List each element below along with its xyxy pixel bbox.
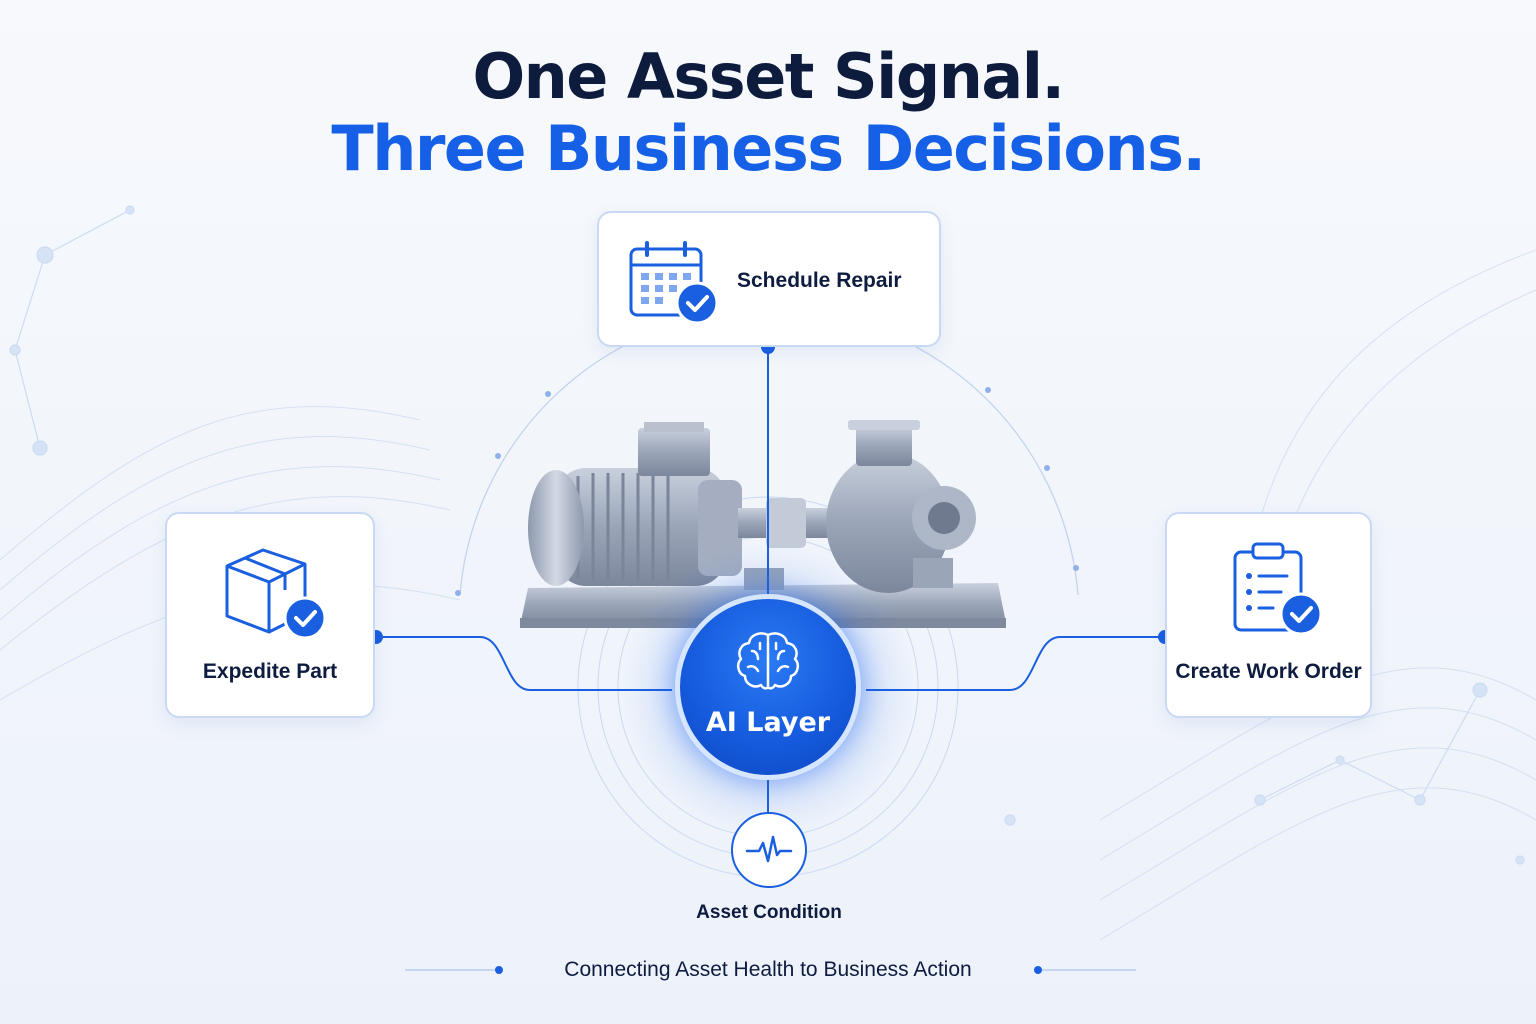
node-asset-condition xyxy=(731,812,807,888)
node-label-create-work-order: Create Work Order xyxy=(1175,660,1362,683)
node-label-expedite-part: Expedite Part xyxy=(202,660,338,683)
headline-line-1: One Asset Signal. xyxy=(472,40,1065,113)
footer-tagline: Connecting Asset Health to Business Acti… xyxy=(564,958,972,981)
node-label-ai-layer: AI Layer xyxy=(705,707,831,738)
node-expedite-part: Expedite Part xyxy=(165,512,375,718)
pulse-icon xyxy=(745,835,793,863)
node-label-schedule-repair: Schedule Repair xyxy=(737,269,902,292)
headline-line-2: Three Business Decisions. xyxy=(331,112,1206,185)
calendar-check-icon xyxy=(629,241,719,325)
node-create-work-order: Create Work Order xyxy=(1165,512,1372,718)
brain-icon xyxy=(736,632,800,690)
clipboard-check-icon xyxy=(1233,542,1323,636)
node-label-asset-condition: Asset Condition xyxy=(696,902,842,923)
node-ai-layer: AI Layer xyxy=(675,594,861,780)
footer-divider xyxy=(405,966,1136,974)
node-schedule-repair: Schedule Repair xyxy=(597,211,941,347)
box-check-icon xyxy=(225,548,327,640)
